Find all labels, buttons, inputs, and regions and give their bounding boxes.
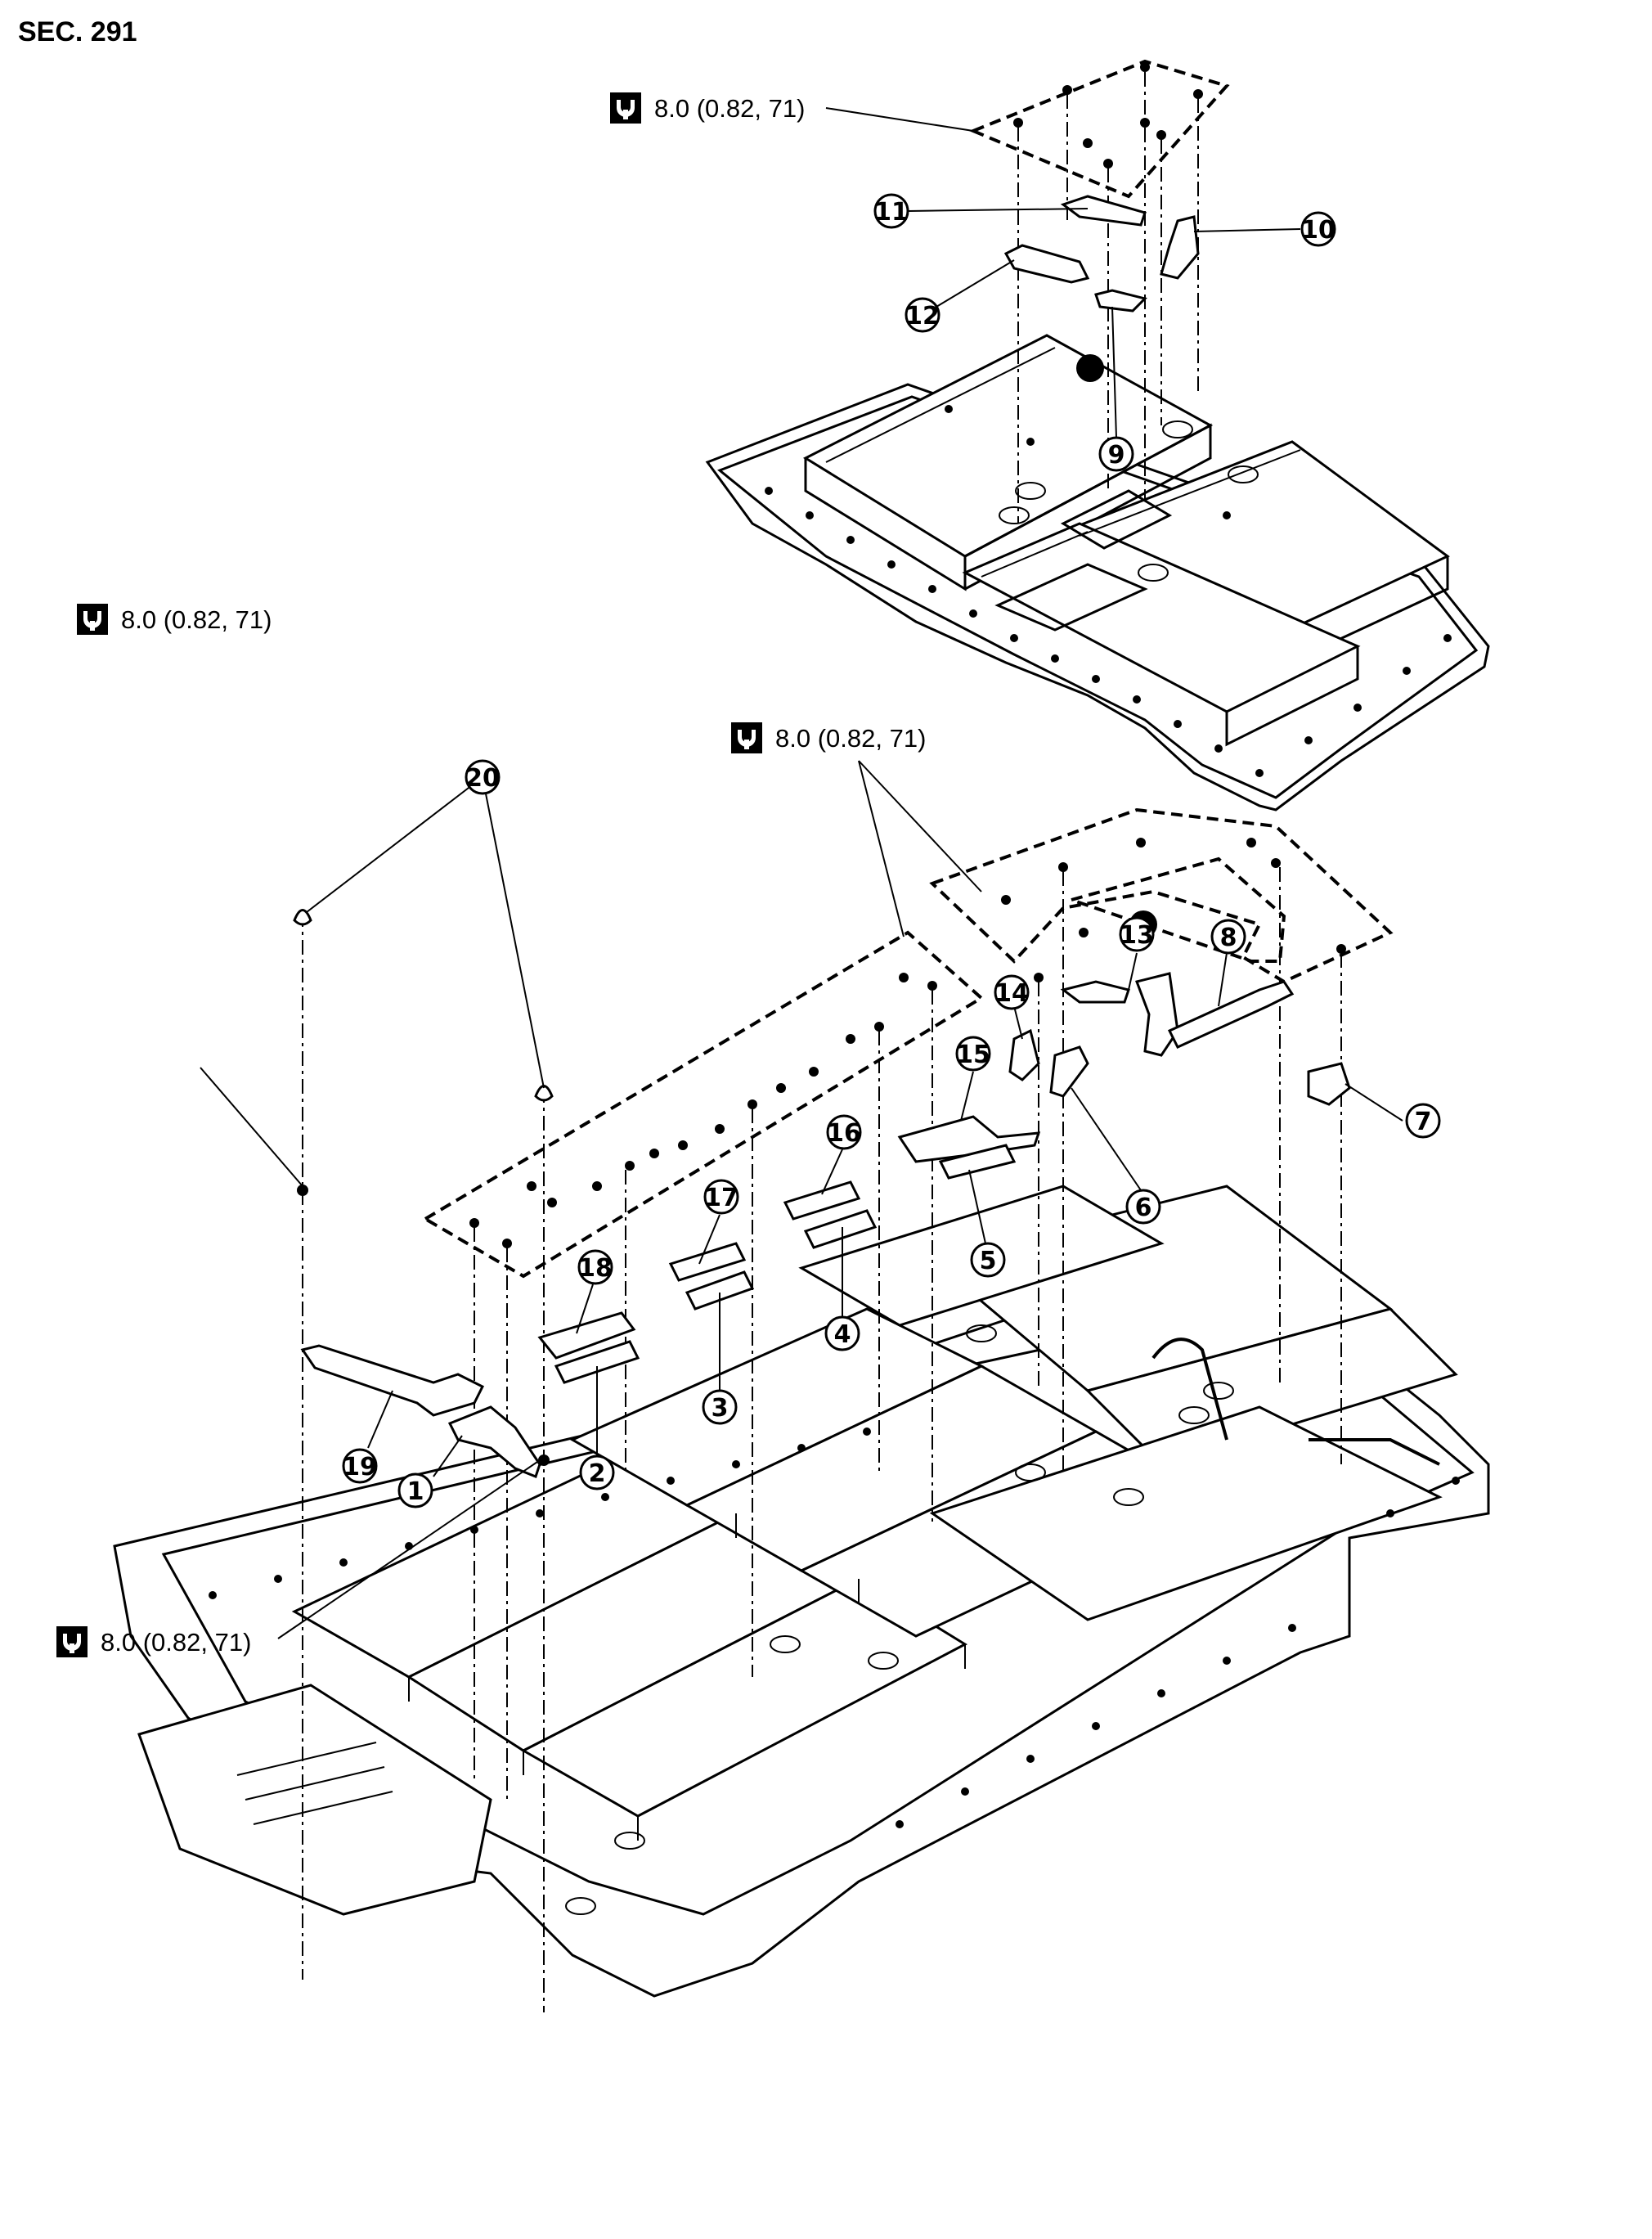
bus-bar-15 (897, 1115, 1041, 1163)
svg-text:17: 17 (704, 1184, 738, 1212)
callout-6: 6 (1125, 1189, 1161, 1225)
callout-16: 16 (826, 1114, 862, 1150)
callout-9: 9 (1098, 436, 1134, 472)
svg-text:10: 10 (1301, 216, 1336, 245)
svg-text:6: 6 (1135, 1194, 1152, 1222)
bracket-7 (1307, 1062, 1351, 1106)
bracket-14 (1008, 1028, 1040, 1081)
bracket-10 (1160, 215, 1200, 280)
svg-text:8: 8 (1220, 924, 1237, 952)
callout-17: 17 (703, 1179, 739, 1215)
section-label: SEC. 291 (18, 16, 137, 47)
svg-text:9: 9 (1108, 441, 1125, 470)
callout-3: 3 (702, 1389, 738, 1425)
callout-18: 18 (577, 1249, 613, 1285)
lower-bus-bars (300, 972, 1351, 1478)
callout-4: 4 (824, 1315, 860, 1351)
svg-text:4: 4 (834, 1320, 851, 1349)
bus-bar-13 (1060, 980, 1130, 1004)
bus-bar-18a (537, 1311, 636, 1360)
bus-bar-4 (803, 1209, 878, 1249)
bus-bar-3 (685, 1270, 755, 1311)
callout-15: 15 (955, 1036, 991, 1072)
svg-text:16: 16 (827, 1119, 861, 1148)
svg-text:19: 19 (343, 1453, 377, 1481)
svg-text:3: 3 (712, 1394, 729, 1423)
upper-cover-bolts (1013, 62, 1203, 169)
callout-13: 13 (1119, 916, 1155, 952)
lower-rear-cover-outline (929, 807, 1394, 984)
svg-text:7: 7 (1415, 1108, 1432, 1136)
svg-text:11: 11 (874, 198, 909, 227)
torque-spec-text: 8.0 (0.82, 71) (654, 94, 805, 123)
callouts: 11 10 12 9 20 13 8 14 15 16 17 18 7 6 5 … (342, 193, 1441, 1508)
bus-bar-1 (447, 1405, 541, 1478)
torque-spec-lower: 8.0 (0.82, 71) (56, 1626, 251, 1657)
lower-battery-pack-frame (113, 1185, 1490, 1998)
lower-cover-bolts (469, 838, 1346, 1248)
upper-bus-bars (1003, 195, 1200, 312)
bus-bar-17a (668, 1242, 747, 1282)
callout-5: 5 (970, 1242, 1006, 1278)
bus-bar-5 (938, 1144, 1017, 1180)
torque-spec-text: 8.0 (0.82, 71) (101, 1628, 251, 1657)
svg-text:5: 5 (980, 1247, 997, 1275)
bracket-6 (1049, 1045, 1089, 1098)
torque-wrench-icon (731, 722, 762, 753)
torque-spec-text: 8.0 (0.82, 71) (775, 724, 926, 753)
bus-bar-16a (783, 1180, 861, 1221)
callout-2: 2 (579, 1454, 615, 1490)
torque-spec-middle: 8.0 (0.82, 71) (731, 722, 926, 753)
callout-19: 19 (342, 1448, 378, 1484)
torque-spec-left: 8.0 (0.82, 71) (77, 604, 272, 635)
bus-bar-11 (1060, 195, 1147, 227)
leader-lines (200, 107, 1403, 1639)
svg-text:2: 2 (589, 1459, 606, 1488)
svg-text:1: 1 (407, 1477, 424, 1506)
small-nuts (297, 1185, 550, 1466)
callout-10: 10 (1300, 211, 1336, 247)
callout-14: 14 (994, 974, 1030, 1010)
callout-20: 20 (465, 759, 501, 795)
callout-12: 12 (905, 297, 940, 333)
bus-bar-9 (1094, 289, 1147, 312)
filled-dot-marker-upper (1076, 354, 1104, 382)
bus-bar-8 (1167, 980, 1295, 1049)
svg-text:13: 13 (1120, 921, 1154, 950)
torque-spec-upper: 8.0 (0.82, 71) (610, 92, 805, 124)
callout-8: 8 (1210, 919, 1246, 955)
torque-spec-text: 8.0 (0.82, 71) (121, 605, 272, 634)
torque-wrench-icon (610, 92, 641, 124)
svg-text:20: 20 (465, 764, 500, 793)
bus-bar-19 (300, 1344, 485, 1417)
callout-11: 11 (873, 193, 909, 229)
torque-wrench-icon (56, 1626, 88, 1657)
svg-text:18: 18 (578, 1254, 613, 1283)
lower-guide-lines (302, 867, 1342, 2012)
torque-wrench-icon (77, 604, 108, 635)
upper-cover-outline (968, 59, 1230, 199)
seal-items-20 (293, 909, 554, 1102)
upper-battery-pack-frame (705, 334, 1490, 812)
svg-text:12: 12 (905, 302, 940, 330)
svg-text:14: 14 (994, 979, 1029, 1008)
lower-front-cover-outline (422, 930, 985, 1279)
bus-bar-12 (1003, 244, 1090, 284)
callout-1: 1 (397, 1472, 433, 1508)
callout-7: 7 (1405, 1103, 1441, 1139)
bracket-8-block (1135, 972, 1179, 1057)
svg-text:15: 15 (956, 1041, 990, 1069)
bus-bar-2 (554, 1340, 640, 1384)
